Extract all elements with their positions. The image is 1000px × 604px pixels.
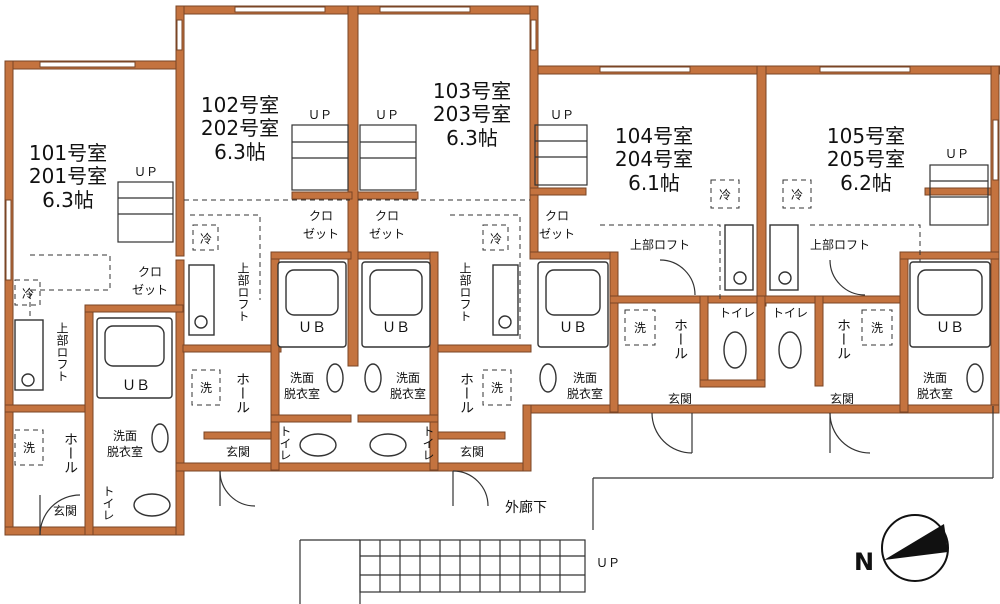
fridge-label: 冷: [200, 232, 212, 246]
small-fixtures: [14, 224, 984, 517]
fridge-label: 冷: [22, 287, 34, 301]
washer-label: 洗: [871, 321, 883, 335]
hall-label: ホール: [234, 372, 250, 414]
loft-label: 上部ロフト: [458, 262, 472, 322]
closet-label: クロ: [138, 265, 162, 279]
up-label: ＵＰ: [375, 108, 399, 122]
toilet-label: トイレ: [719, 306, 755, 320]
washroom-label: 脱衣室: [567, 386, 603, 401]
north-label: N: [854, 548, 874, 576]
compass: [881, 514, 949, 582]
unit-104-area: 6.1帖: [628, 171, 680, 195]
washroom-label: 洗面: [573, 371, 597, 385]
unit-baths: [96, 261, 991, 399]
fridge-label: 冷: [719, 188, 731, 202]
unit-102-area: 6.3帖: [214, 140, 266, 164]
washer-label: 洗: [23, 441, 35, 455]
washer-label: 洗: [634, 321, 646, 335]
unit-104-line-2: 204号室: [615, 147, 693, 171]
entrance-label: 玄関: [226, 444, 250, 459]
closet-label: クロ: [375, 209, 399, 223]
closet-label: ゼット: [539, 227, 575, 241]
up-label: ＵＰ: [596, 556, 620, 570]
unit-101-line-2: 201号室: [29, 164, 107, 188]
toilet-label: トイレ: [278, 425, 292, 461]
washroom-label: 脱衣室: [917, 386, 953, 401]
washer-label: 洗: [200, 381, 212, 395]
toilet-label: トイレ: [421, 425, 435, 461]
washer-label: 洗: [491, 381, 503, 395]
unit-101-line-1: 101号室: [29, 141, 107, 165]
walls: [4, 5, 1000, 536]
loft-label: 上部ロフト: [236, 262, 250, 322]
unit-103-area: 6.3帖: [446, 126, 498, 150]
unit-102-line-2: 202号室: [201, 116, 279, 140]
entrance-label: 玄関: [53, 503, 77, 518]
ub-label: ＵＢ: [936, 320, 964, 336]
hall-label: ホール: [458, 372, 474, 414]
toilet-label: トイレ: [772, 306, 808, 320]
unit-names: 101号室 201号室 6.3帖 102号室 202号室 6.3帖 103号室 …: [29, 79, 905, 212]
up-label: ＵＰ: [945, 147, 969, 161]
hall-label: ホール: [62, 432, 78, 474]
washroom-label: 脱衣室: [284, 386, 320, 401]
loft-label: 上部ロフト: [810, 237, 870, 252]
external-stair: [299, 406, 994, 604]
internal-stairs: [117, 124, 989, 243]
up-label: ＵＰ: [550, 108, 574, 122]
washroom-label: 洗面: [923, 371, 947, 385]
fridge-label: 冷: [490, 232, 502, 246]
entrance-label: 玄関: [460, 444, 484, 459]
closet-label: クロ: [545, 209, 569, 223]
loft-label: 上部ロフト: [630, 237, 690, 252]
appliance-boxes: [14, 179, 893, 466]
hall-label: ホール: [835, 318, 851, 360]
unit-101-area: 6.3帖: [42, 188, 94, 212]
unit-105-line-2: 205号室: [827, 147, 905, 171]
ub-label: ＵＢ: [298, 320, 326, 336]
unit-105-area: 6.2帖: [840, 171, 892, 195]
washroom-label: 脱衣室: [390, 386, 426, 401]
unit-103-line-1: 103号室: [433, 79, 511, 103]
washroom-label: 脱衣室: [107, 444, 143, 459]
unit-102-line-1: 102号室: [201, 93, 279, 117]
unit-103-line-2: 203号室: [433, 102, 511, 126]
closet-label: ゼット: [303, 227, 339, 241]
unit-104-line-1: 104号室: [615, 124, 693, 148]
windows: [5, 6, 999, 281]
corridor-label: 外廊下: [505, 499, 547, 516]
washroom-label: 洗面: [113, 429, 137, 443]
closet-label: ゼット: [132, 283, 168, 297]
fridge-label: 冷: [791, 188, 803, 202]
room-labels: ＵＢ ＵＢ ＵＢ ＵＢ ＵＢ クロ ゼット クロ ゼット クロ ゼット クロ ゼ…: [22, 108, 969, 576]
unit-105-line-1: 105号室: [827, 124, 905, 148]
ub-label: ＵＢ: [382, 320, 410, 336]
up-label: ＵＰ: [308, 108, 332, 122]
washroom-label: 洗面: [290, 371, 314, 385]
door-swings: [39, 259, 871, 536]
up-label: ＵＰ: [134, 165, 158, 179]
entrance-label: 玄関: [830, 391, 854, 406]
hall-label: ホール: [672, 318, 688, 360]
closet-label: クロ: [309, 209, 333, 223]
entrance-label: 玄関: [668, 391, 692, 406]
loft-label: 上部ロフト: [55, 322, 69, 382]
washroom-label: 洗面: [396, 371, 420, 385]
closet-label: ゼット: [369, 227, 405, 241]
toilet-label: トイレ: [101, 485, 115, 521]
ub-label: ＵＢ: [122, 378, 150, 394]
ub-label: ＵＢ: [559, 320, 587, 336]
